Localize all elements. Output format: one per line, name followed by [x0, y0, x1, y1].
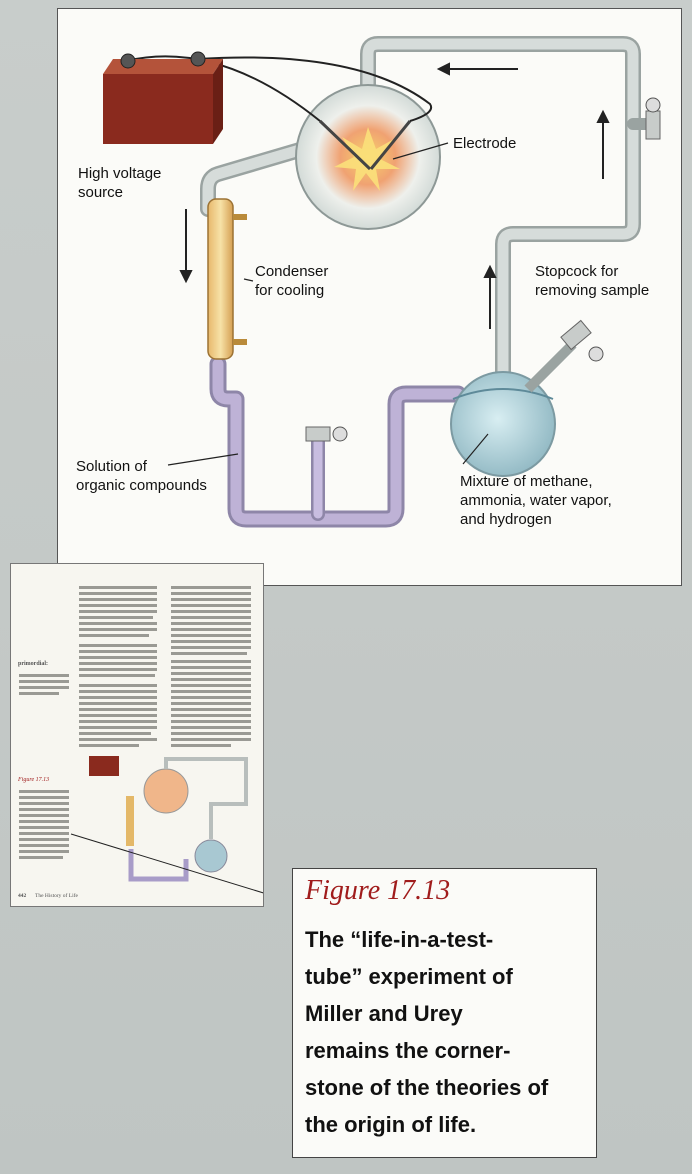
thumb-page-number: 442: [18, 893, 27, 899]
caption-line: tube” experiment of: [305, 964, 513, 989]
glass-tubing: [200, 36, 659, 528]
caption-callout: Figure 17.13 The “life-in-a-test- tube” …: [292, 868, 597, 1158]
thumb-running-head: The History of Life: [35, 893, 78, 899]
electrode-left: [318, 119, 372, 171]
label-high-voltage-source: High voltage source: [78, 165, 162, 201]
condenser-inlet: [233, 214, 247, 220]
stopcock-bottom: [305, 426, 348, 442]
caption-line: the origin of life.: [305, 1112, 477, 1137]
flow-arrows: [179, 62, 610, 329]
spark: [334, 127, 400, 191]
condenser: [207, 198, 234, 360]
caption-text: The “life-in-a-test- tube” experiment of…: [305, 921, 590, 1143]
label-condenser: Condenser for cooling: [255, 263, 329, 299]
label-mixture: Mixture of methane, ammonia, water vapor…: [460, 473, 612, 528]
figure-panel: High voltage source Electrode Condenser …: [57, 8, 682, 586]
thumbnail-text-blocks: [19, 586, 294, 903]
label-leaders: [167, 142, 489, 466]
thumb-margin-term: primordial:: [18, 661, 48, 667]
label-electrode: Electrode: [453, 135, 517, 152]
caption-line: Miller and Urey: [305, 1001, 463, 1026]
caption-title: Figure 17.13: [305, 875, 451, 906]
caption-line: stone of the theories of: [305, 1075, 549, 1100]
label-solution: Solution of organic compounds: [76, 458, 207, 494]
wire-right: [197, 56, 432, 122]
caption-line: remains the corner-: [305, 1038, 511, 1063]
thumb-figure-ref: Figure 17.13: [18, 777, 50, 783]
water-flask: [450, 371, 556, 477]
thumbnail-page: primordial: Figure 17.13 442 The History…: [10, 563, 294, 907]
stopcock-flask: [524, 319, 604, 393]
apparatus-diagram: [103, 36, 661, 528]
caption-line: The “life-in-a-test-: [305, 927, 494, 952]
condenser-outlet: [233, 339, 247, 345]
high-voltage-generator: [103, 51, 223, 144]
stopcock-top-right: [645, 97, 661, 140]
label-stopcock: Stopcock for removing sample: [535, 263, 650, 299]
electrode-right: [369, 120, 412, 170]
